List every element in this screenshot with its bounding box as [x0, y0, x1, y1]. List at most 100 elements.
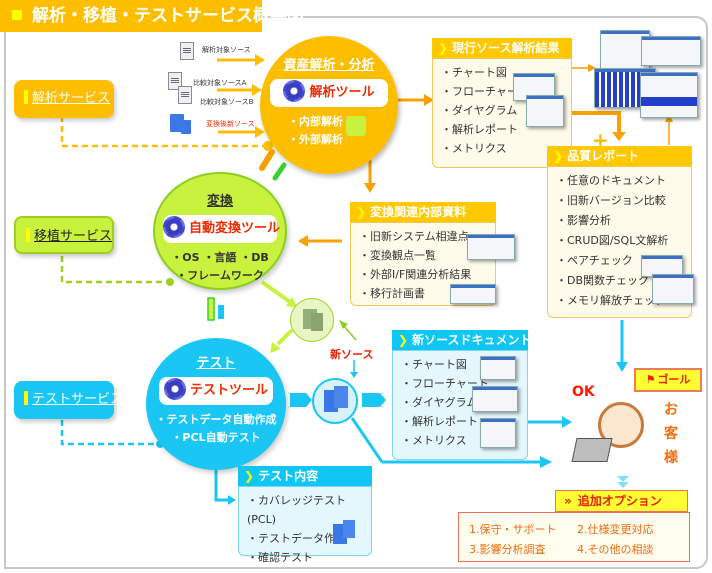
current-analysis-title: 現行ソース解析結果 [452, 41, 560, 55]
options-title: 追加オプション [577, 494, 662, 508]
page-title: 解析・移植・テストサービス概要図 [0, 0, 304, 32]
analysis-circle-title: 資産解析・分析 [283, 58, 375, 73]
list-item: ・チャート図 [401, 358, 467, 371]
customer-char: 様 [664, 450, 678, 466]
google-docs-icon [181, 120, 191, 134]
test-service-link [60, 420, 160, 446]
quality-report-title: 品質レポート [567, 149, 640, 163]
test-content-section: ❯テスト内容 ・カバレッジテスト(PCL) ・テストデータ作成 ・確認テスト [238, 466, 372, 564]
quality-report-header: ❯品質レポート [547, 146, 692, 166]
options-list: 1.保守・サポート 2.仕様変更対応 3.影響分析調査 4.その他の相談 [458, 512, 690, 562]
test-item: ・テストデータ自動作成 [155, 413, 277, 426]
ok-label: OK [572, 384, 595, 400]
porting-service-button[interactable]: 移植サービス [14, 216, 114, 254]
yellow-bar-icon [24, 90, 28, 104]
to-results-arrow [424, 94, 434, 106]
option-item[interactable]: 2.仕様変更対応 [577, 523, 654, 536]
list-item: ・任意のドキュメント [556, 174, 666, 187]
list-item: ・フローチャート [401, 377, 489, 390]
new-source-doc-circle [312, 378, 358, 424]
db-check-thumbnail[interactable] [652, 274, 694, 304]
gear-icon [283, 80, 306, 102]
analysis-items: ・内部解析 ・外部解析 [260, 113, 398, 149]
document-icon [311, 313, 323, 331]
analysis-circle: 資産解析・分析 解析ツール ・内部解析 ・外部解析 [260, 36, 398, 174]
list-item: ・ダイヤグラム [441, 104, 518, 117]
conversion-docs-header: ❯変換関連内部資料 [350, 202, 496, 222]
conversion-item: ・OS ・言語 ・DB [171, 251, 269, 264]
test-tool[interactable]: テストツール [159, 377, 273, 405]
list-item: ・テストデータ作成 [247, 532, 346, 545]
test-service-button[interactable]: テストサービス [14, 381, 123, 419]
list-item: ・移行計画書 [359, 287, 425, 300]
list-item: ・解析レポート [401, 415, 478, 428]
gear-icon [163, 216, 185, 238]
chevron-right-icon: ❯ [398, 333, 409, 347]
customer-char: お [664, 402, 678, 418]
google-docs-icon [170, 114, 184, 132]
option-item[interactable]: 3.影響分析調査 [469, 543, 546, 556]
analysis-tool-label: 解析ツール [309, 85, 375, 100]
test-circle-title: テスト [196, 356, 236, 371]
list-item: ・DB関数チェック [556, 274, 650, 287]
diagram-screenshot-thumbnail[interactable] [526, 95, 564, 127]
chart-screenshot-thumbnail[interactable] [480, 356, 516, 380]
yellow-bar-icon [24, 391, 28, 405]
new-source-docs-title: 新ソースドキュメント [412, 333, 532, 347]
option-item[interactable]: 1.保守・サポート [469, 523, 557, 536]
google-docs-icon [343, 520, 355, 538]
analysis-service-link [60, 116, 268, 148]
list-item: ・外部I/F関連分析結果 [359, 268, 472, 281]
test-tool-label: テストツール [189, 383, 268, 398]
laptop-icon [571, 438, 613, 462]
test-service-label: テストサービス [32, 392, 124, 407]
list-item: ・解析レポート [441, 123, 518, 136]
source-label: 比較対象ソースB [200, 98, 254, 106]
analysis-tool[interactable]: 解析ツール [270, 79, 388, 107]
title-text: 解析・移植・テストサービス概要図 [32, 6, 304, 26]
analysis-link-dot [263, 141, 273, 151]
source-label: 比較対象ソースA [193, 79, 247, 87]
new-source-docs-header: ❯新ソースドキュメント [392, 330, 532, 350]
diagram-frame [4, 16, 708, 569]
diff-screenshot-thumbnail[interactable] [467, 234, 515, 260]
plan-screenshot-thumbnail[interactable] [450, 284, 496, 304]
conversion-items: ・OS ・言語 ・DB ・フレームワーク [155, 249, 285, 285]
screenshot-thumbnail[interactable] [641, 36, 701, 66]
chevron-right-icon: ❯ [356, 205, 367, 219]
new-source-label: 新ソース [330, 348, 374, 361]
list-item: ・フローチャート [441, 85, 529, 98]
list-item: ・ペアチェック [556, 254, 633, 267]
gear-icon [163, 378, 186, 400]
list-item: ・変換観点一覧 [359, 249, 436, 262]
list-item: ・カバレッジテスト(PCL) [247, 494, 346, 526]
screenshot-thumbnail[interactable] [640, 72, 698, 118]
conversion-docs-section: ❯変換関連内部資料 ・旧新システム相違点 ・変換観点一覧 ・外部I/F関連分析結… [350, 202, 496, 306]
diagram-screenshot-thumbnail[interactable] [480, 418, 516, 448]
test-content-list: ・カバレッジテスト(PCL) ・テストデータ作成 ・確認テスト [238, 486, 372, 564]
yellow-bar-icon [26, 228, 30, 242]
flag-icon: ⚑ [645, 373, 656, 386]
analysis-service-button[interactable]: 解析サービス [14, 80, 114, 118]
flowchart-screenshot-thumbnail[interactable] [472, 386, 518, 412]
converted-doc-circle [290, 298, 334, 342]
options-header: » 追加オプション [555, 490, 688, 512]
list-item: ・メモリ解放チェック [556, 294, 666, 307]
source-label: 解析対象ソース [202, 46, 251, 54]
list-item: ・チャート図 [441, 66, 507, 79]
analysis-service-label: 解析サービス [32, 91, 111, 106]
conversion-docs-title: 変換関連内部資料 [370, 205, 467, 219]
document-icon [180, 42, 194, 60]
list-item: ・ダイヤグラム [401, 396, 478, 409]
conversion-tool[interactable]: 自動変換ツール [163, 215, 281, 243]
list-item: ・旧新バージョン比較 [556, 194, 666, 207]
conversion-circle: 変換 自動変換ツール ・OS ・言語 ・DB ・フレームワーク [153, 172, 287, 290]
double-chevron-icon: » [564, 494, 572, 508]
customer-label: お 客 様 [664, 398, 678, 470]
customer-char: 客 [664, 426, 678, 442]
conversion-tool-label: 自動変換ツール [189, 221, 281, 236]
option-item[interactable]: 4.その他の相談 [577, 543, 654, 556]
porting-link-dot [166, 278, 174, 286]
conversion-circle-title: 変換 [206, 194, 233, 209]
porting-service-link [60, 256, 170, 284]
